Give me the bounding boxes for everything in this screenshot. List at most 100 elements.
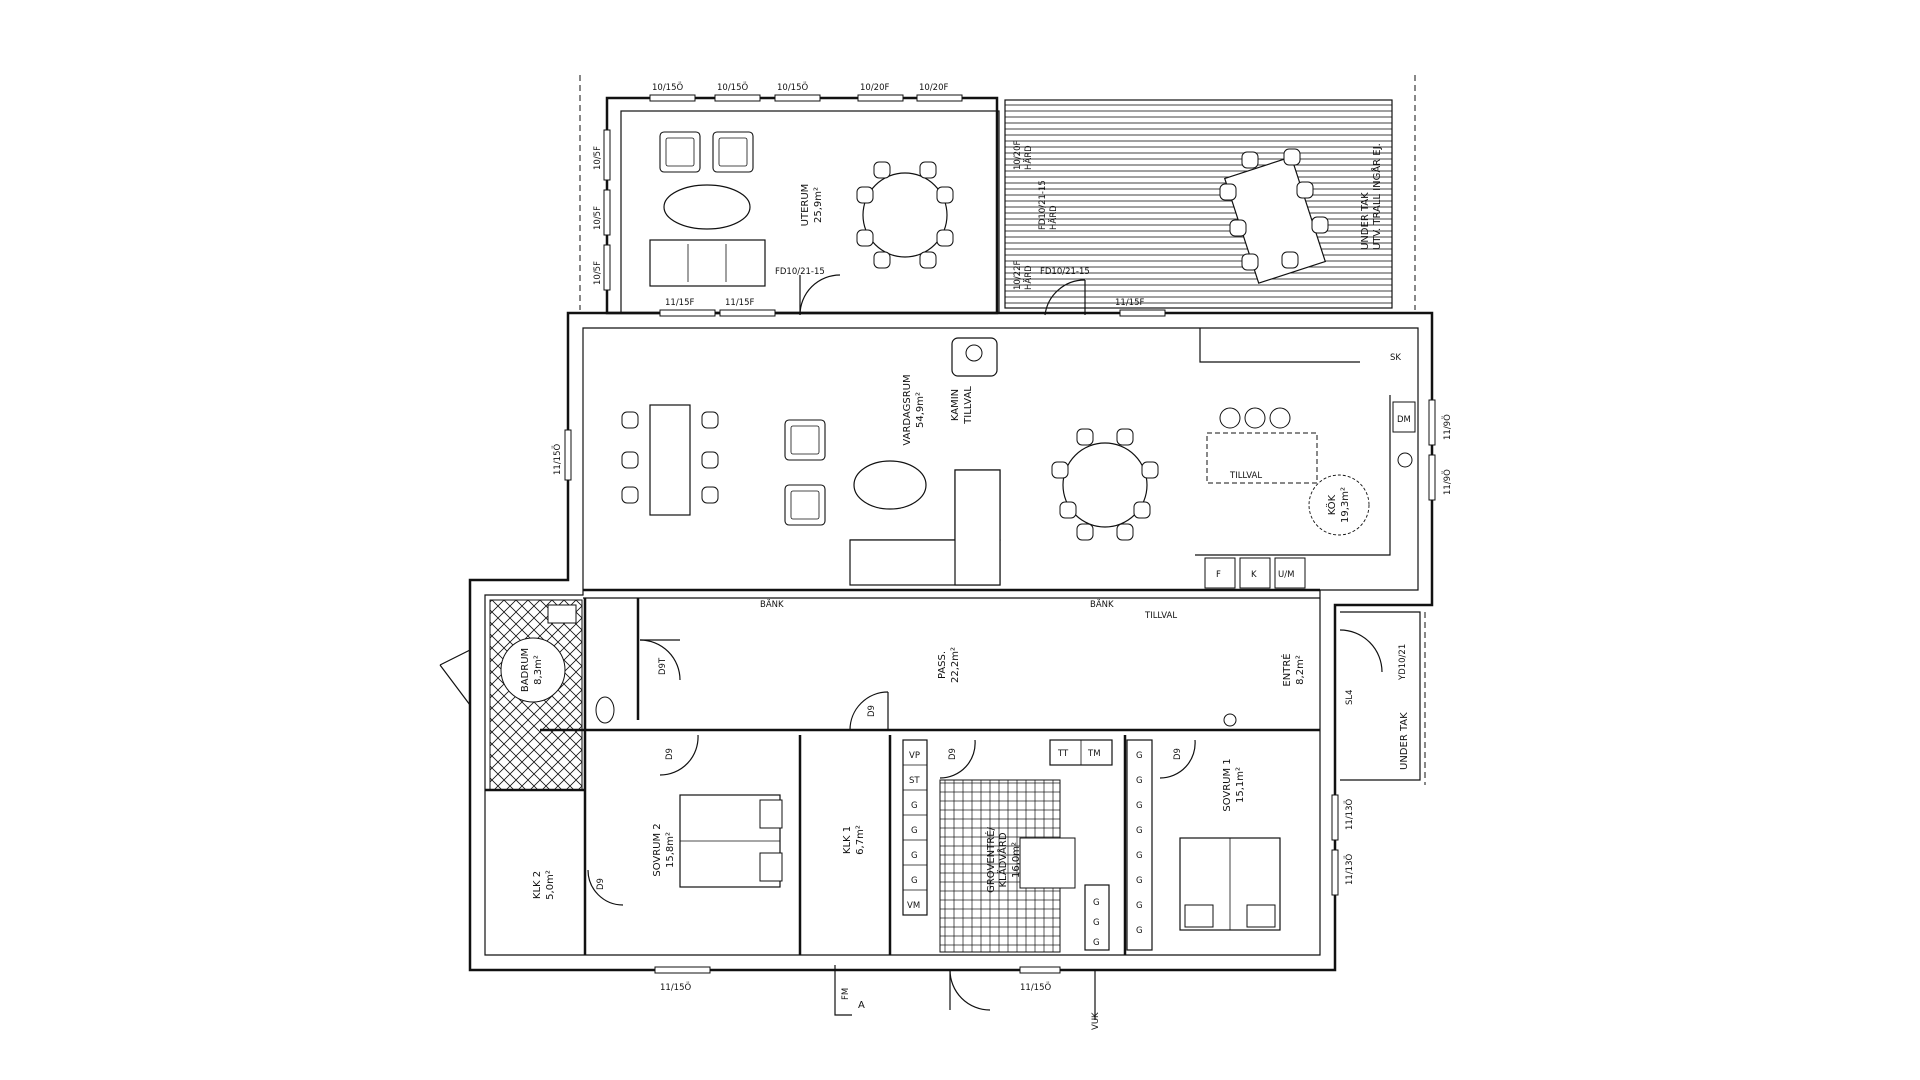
window-codes: 10/15Ö 10/15Ö 10/15Ö 10/20F 10/20F 10/5F… [552,82,1453,993]
room-area: 54,9m² [915,392,926,428]
room-area: 5,0m² [545,870,556,900]
closet-tt: TT [1057,749,1069,759]
label-sk: SK [1390,353,1401,363]
kamin-label: KAMIN [950,389,961,421]
window-code: 10/15Ö [777,82,808,93]
label-sl4: SL4 [1345,689,1355,705]
porch-under-tak: UNDER TAK [1399,712,1410,770]
double-bed [679,794,783,888]
door-code: D9 [1173,748,1183,760]
closet-vp: VP [909,751,920,761]
armchair-icon [784,484,826,526]
room-label-groventre: GROVENTRÉ/ KLÄDVÅRD 16,0m² [984,826,1022,892]
window-code: 10/20F [919,83,948,93]
kamin-stove [951,337,998,377]
room-label-vardagsrum: VARDAGSRUM 54,9m² [902,374,926,445]
window-code: 10/20F [1013,141,1023,170]
round-dining-table [1051,428,1159,541]
armchair-icon [659,131,701,173]
window-code: 10/22F [1013,261,1023,290]
room-name: KLK 2 [532,871,543,899]
label-vuk: VUK [1091,1012,1101,1030]
label-bank: BÄNK [1090,599,1114,610]
closet-g: G [1093,938,1100,948]
dining-table-left [621,404,719,516]
sofa [649,239,766,287]
room-label-badrum: BADRUM 8,3m² [520,648,544,692]
entre-turning-circle [1223,713,1237,727]
door-code: D9 [665,748,675,760]
closet-g: G [911,801,918,811]
closet-tm: TM [1087,749,1101,759]
room-name: VARDAGSRUM [902,374,913,445]
closet-g: G [1093,898,1100,908]
window-code: 11/9Ö [1442,414,1453,440]
room-label-sovrum1: SOVRUM 1 15,1m² [1222,758,1246,811]
sink-icon [547,604,577,624]
room-label-uterum: UTERUM 25,9m² [800,184,824,227]
door-code: FD10/21-15 [775,267,825,277]
room-area: 15,8m² [665,832,676,868]
room-label-pass: PASS. 22,2m² [937,647,961,683]
door-code: YD10/21 [1398,644,1408,681]
room-area: 25,9m² [813,187,824,223]
entrance-porch [1340,611,1421,781]
closet-st: ST [909,776,920,786]
door-code: FD10/21-15 [1040,267,1090,277]
door-code: FD10/21-15 [1038,180,1048,230]
kitchen-counters [1195,328,1416,589]
coffee-table [663,184,751,230]
deck-area [1004,99,1393,309]
window-code: 11/9Ö [1442,469,1453,495]
window-code: 11/13Ö [1344,854,1355,885]
room-label-klk1: KLK 1 6,7m² [842,825,866,855]
room-area: 16,0m² [1011,842,1022,878]
room-name: KLK 1 [842,826,853,854]
window-code: 11/15F [1115,298,1144,308]
closet-g: G [1136,926,1143,936]
room-area: 8,2m² [1295,655,1306,685]
label-bank: BÄNK [760,599,784,610]
room-area: 15,1m² [1235,767,1246,803]
closet-g: G [1093,918,1100,928]
closet-g: G [911,851,918,861]
window-code: 10/5F [593,146,603,170]
window-code: 10/20F [860,83,889,93]
room-label-sovrum2: SOVRUM 2 15,8m² [652,823,676,876]
window-code: HÄRD [1023,145,1034,170]
section-label-a: A [858,1000,865,1011]
room-area: 22,2m² [950,647,961,683]
closet-g: G [911,826,918,836]
closet-letters: VP ST G G G G VM TT TM G G G G G G G G G… [907,749,1143,948]
room-name: SOVRUM 1 [1222,758,1233,811]
door-code: D9 [596,878,606,890]
room-area: 19,3m² [1340,487,1351,523]
label-dm: DM [1397,415,1411,425]
window-code: 11/13Ö [1344,799,1355,830]
room-area: 8,3m² [533,655,544,685]
window-code: 11/15Ö [1020,982,1051,993]
label-fm: FM [841,988,851,1000]
room-name: UTERUM [800,184,811,227]
window-code: 11/15Ö [660,982,691,993]
section-marker [834,965,852,1016]
closet-g: G [1136,901,1143,911]
groventre-bench [1019,837,1076,889]
bathroom-turning-circle [500,637,566,703]
closet-g: G [1136,851,1143,861]
door-code: D9T [658,657,668,675]
room-name-2: KLÄDVÅRD [996,832,1009,887]
deck-note-2: UTV. TRALL INGÅR EJ. [1370,143,1383,250]
window-code: 11/15F [665,298,694,308]
closet-g: G [911,876,918,886]
room-name: SOVRUM 2 [652,823,663,876]
interior-walls [485,588,1320,955]
room-label-entre: ENTRÉ 8,2m² [1280,653,1306,686]
kamin-tillval: TILLVAL [963,386,974,425]
label-k: K [1251,570,1257,580]
room-name: PASS. [937,651,948,679]
double-bed [1179,837,1281,931]
sovrum1-closets [1126,739,1153,951]
room-name: KÖK [1325,494,1338,515]
